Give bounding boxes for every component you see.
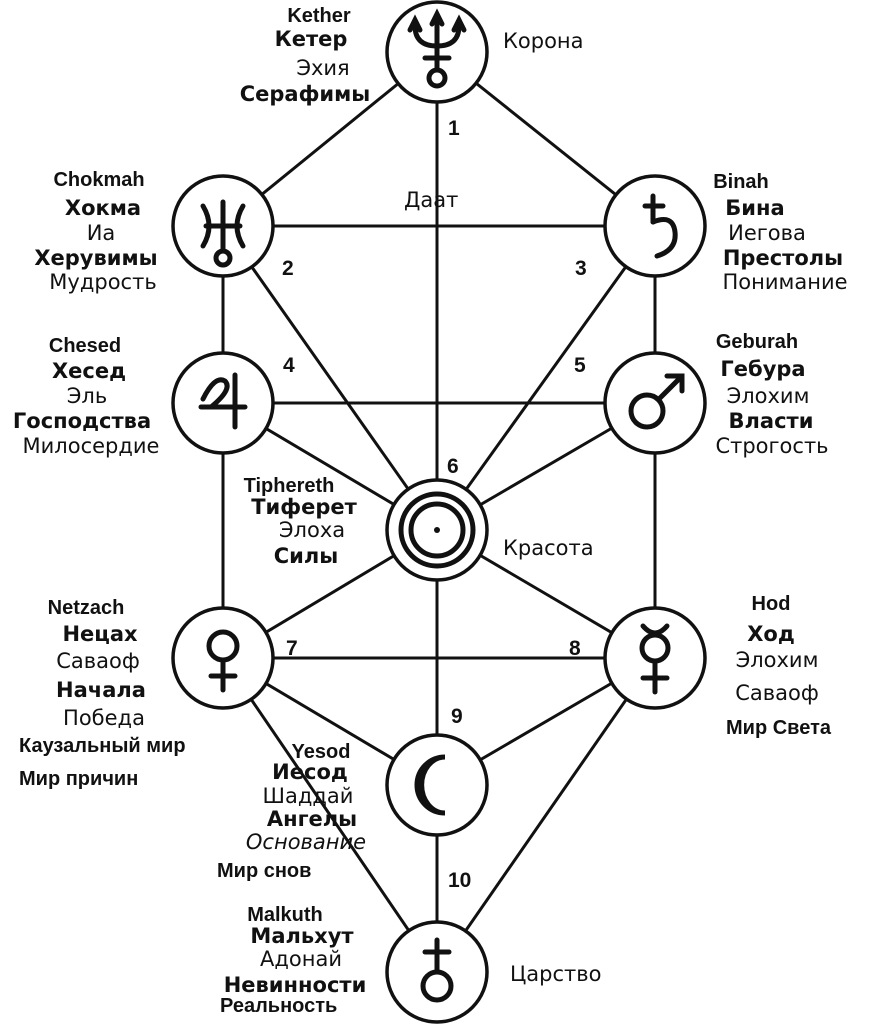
world-of-dreams-label: Мир снов [217,860,312,882]
chesed-quality: Милосердие [22,434,160,458]
sephira-circle-geburah [603,351,707,455]
tiphereth-god-name: Элоха [278,518,346,542]
binah-name: Бина [725,196,785,220]
tiphereth-choir: Силы [273,544,339,568]
malkuth-quality: Царство [510,962,602,986]
sephira-binah [603,174,707,278]
daat-label: Даат [404,188,459,212]
sephira-chokmah [171,174,275,278]
uranus-icon [200,199,246,268]
sephira-circle-yesod [385,733,489,837]
yesod-god-name: Шаддай [262,784,354,808]
binah-latin-label: Binah [713,171,769,193]
sun-icon [398,491,476,569]
netzach-name: Нецах [62,622,138,646]
hod-second-god-name: Саваоф [735,681,819,705]
binah-god-name: Иегова [728,221,806,245]
chokmah-name: Хокма [64,196,142,220]
yesod-quality: Основание [245,830,367,854]
tiphereth-latin-label: Tiphereth [243,475,335,497]
sephira-geburah [603,351,707,455]
chesed-god-name: Эль [66,384,108,408]
netzach-quality: Победа [63,706,145,730]
path-number-2: 2 [282,257,294,280]
saturn-icon [642,193,678,259]
mars-icon [628,373,685,430]
sephira-yesod [385,733,489,837]
binah-quality: Понимание [722,270,848,294]
mercury-icon [639,623,671,695]
sephira-kether [385,0,489,104]
sephira-malkuth [385,920,489,1024]
sephira-circle-chesed [171,351,275,455]
causal-world-label: Каузальный мир [19,735,186,757]
kether-god-name: Эхия [296,56,350,80]
path-number-10: 10 [448,869,472,892]
hod-god-name: Элохим [735,648,819,672]
malkuth-name: Мальхут [250,924,354,948]
hod-name: Ход [747,622,795,646]
sephira-chesed [171,351,275,455]
geburah-name: Гебура [720,357,806,381]
path-hod-malkuth [435,657,657,973]
sephira-circle-hod [603,606,707,710]
geburah-quality: Строгость [715,434,829,458]
reality-label: Реальность [220,995,338,1017]
sephira-circle-binah [603,174,707,278]
netzach-choir: Начала [56,678,146,702]
chokmah-choir: Херувимы [34,246,158,270]
path-number-8: 8 [569,637,581,660]
earth-icon [420,937,454,1003]
path-number-4: 4 [283,354,295,377]
path-number-3: 3 [575,257,587,280]
kether-quality: Корона [503,29,584,53]
yesod-name: Иесод [272,760,348,784]
sephira-tiphereth [385,478,489,582]
path-number-1: 1 [448,117,460,140]
geburah-choir: Власти [728,409,814,433]
path-number-7: 7 [286,637,298,660]
tiphereth-name: Тиферет [251,495,357,519]
path-number-6: 6 [447,455,459,478]
chokmah-god-name: Иа [86,221,116,245]
yesod-choir: Ангелы [266,807,358,831]
malkuth-latin-label: Malkuth [247,904,323,926]
yesod-latin-label: Yesod [291,741,351,763]
world-of-light-label: Мир Света [726,717,831,739]
malkuth-god-name: Адонай [260,947,342,971]
neptune-icon [407,8,467,89]
geburah-god-name: Элохим [726,384,810,408]
path-binah-tiphereth [435,225,657,531]
netzach-god-name: Саваоф [56,649,140,673]
chesed-latin-label: Chesed [48,335,122,357]
venus-icon [206,629,240,693]
world-of-causes-label: Мир причин [19,768,139,790]
kether-choir: Серафимы [239,82,371,106]
kether-name: Кетер [274,27,348,51]
sephira-netzach [171,606,275,710]
netzach-latin-label: Netzach [47,597,125,619]
moon-icon [414,754,446,816]
geburah-latin-label: Geburah [715,331,799,353]
hod-latin-label: Hod [751,593,791,615]
sephira-hod [603,606,707,710]
chokmah-quality: Мудрость [49,270,157,294]
path-number-5: 5 [574,354,586,377]
path-netzach-malkuth [221,657,439,973]
chesed-name: Хесед [51,359,127,383]
chokmah-latin-label: Chokmah [53,169,145,191]
chesed-choir: Господства [12,409,152,433]
binah-choir: Престолы [722,246,844,270]
path-chokmah-tiphereth [221,225,439,531]
path-number-9: 9 [451,705,463,728]
malkuth-choir: Невинности [223,973,367,997]
jupiter-icon [198,372,248,430]
kether-latin-label: Kether [287,5,351,27]
tiphereth-quality: Красота [503,536,594,560]
